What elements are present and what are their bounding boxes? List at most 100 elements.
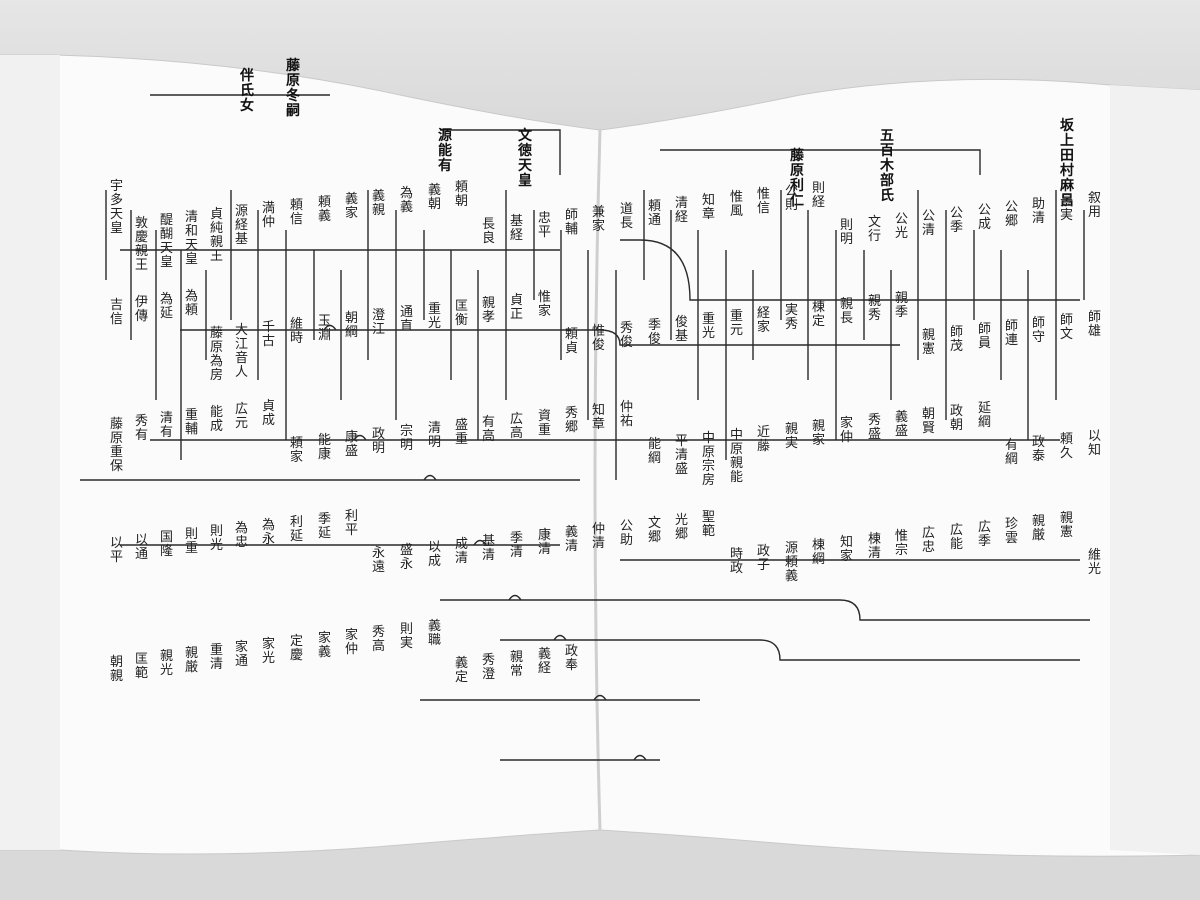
person-n73: 師文 bbox=[1060, 313, 1073, 342]
person-n156: 定慶 bbox=[290, 634, 303, 663]
person-n122: 永遠 bbox=[372, 546, 385, 575]
gen-line-3 bbox=[180, 329, 900, 346]
person-n153: 重清 bbox=[210, 642, 223, 672]
person-n22: 清経 bbox=[675, 196, 688, 225]
person-n89: 有高 bbox=[482, 415, 495, 444]
person-n7: 満仲 bbox=[262, 201, 275, 230]
person-n77: 清有 bbox=[160, 411, 173, 440]
person-n23: 知章 bbox=[702, 192, 715, 222]
person-n68: 親憲 bbox=[922, 328, 935, 357]
person-n33: 公成 bbox=[978, 203, 991, 232]
person-n26: 公則 bbox=[785, 184, 798, 213]
person-n32: 公季 bbox=[950, 206, 963, 235]
person-n60: 重光 bbox=[702, 311, 715, 341]
person-n105: 朝賢 bbox=[922, 407, 935, 436]
person-n14: 頼朝 bbox=[455, 180, 468, 209]
person-n133: 光郷 bbox=[675, 513, 688, 542]
person-n45: 維時 bbox=[290, 317, 303, 346]
person-n37: 叙用 bbox=[1088, 191, 1101, 220]
header-name-kanno: 伴氏女 bbox=[239, 67, 254, 114]
person-n9: 頼義 bbox=[318, 195, 331, 224]
person-n90: 広高 bbox=[510, 412, 523, 441]
gen-line-8 bbox=[440, 599, 1090, 621]
line-crossing-6 bbox=[593, 694, 607, 701]
person-n117: 為忠 bbox=[235, 520, 248, 550]
person-n160: 則実 bbox=[400, 622, 413, 651]
person-n64: 棟定 bbox=[812, 300, 825, 329]
person-n110: 頼久 bbox=[1060, 432, 1073, 461]
person-n55: 頼貞 bbox=[565, 327, 578, 356]
person-n38: 吉信 bbox=[110, 298, 123, 327]
line-crossing-2 bbox=[423, 474, 437, 481]
person-n83: 能康 bbox=[318, 433, 331, 462]
gen-line-9 bbox=[500, 639, 1080, 661]
person-n116: 則光 bbox=[210, 524, 223, 553]
person-n149: 朝親 bbox=[110, 655, 123, 684]
person-n131: 公助 bbox=[620, 519, 633, 548]
book-gutter bbox=[593, 129, 602, 831]
person-n30: 公光 bbox=[895, 212, 908, 241]
person-n155: 家光 bbox=[262, 636, 275, 666]
person-n42: 藤原為房 bbox=[210, 326, 223, 383]
line-crossing-0 bbox=[323, 324, 337, 331]
gen-line-2 bbox=[620, 239, 1080, 301]
person-n146: 親厳 bbox=[1032, 514, 1045, 543]
person-n119: 利延 bbox=[290, 515, 303, 544]
person-n51: 匡衡 bbox=[455, 299, 468, 328]
person-n71: 師連 bbox=[1005, 319, 1018, 348]
person-n135: 時政 bbox=[730, 547, 743, 576]
person-n47: 朝綱 bbox=[345, 311, 358, 340]
person-n59: 俊基 bbox=[675, 315, 688, 344]
person-n136: 政子 bbox=[757, 544, 770, 573]
line-crossing-1 bbox=[353, 434, 367, 441]
person-n140: 棟清 bbox=[868, 532, 881, 561]
person-n86: 宗明 bbox=[400, 423, 413, 453]
person-n144: 広季 bbox=[978, 520, 991, 549]
person-n35: 助清 bbox=[1032, 197, 1045, 226]
header-name-fujiwara_moto: 藤原冬嗣 bbox=[286, 57, 301, 119]
person-n1: 宇多天皇 bbox=[110, 179, 123, 236]
line-crossing-7 bbox=[633, 754, 647, 761]
person-n67: 親季 bbox=[895, 291, 908, 320]
lineage-lines bbox=[80, 94, 1090, 761]
person-n125: 成清 bbox=[455, 537, 468, 566]
person-n109: 政泰 bbox=[1032, 435, 1045, 464]
person-n80: 広元 bbox=[235, 402, 248, 431]
person-n19: 兼家 bbox=[592, 205, 605, 234]
person-n65: 親長 bbox=[840, 297, 853, 326]
person-n53: 貞正 bbox=[510, 293, 523, 322]
person-n78: 重輔 bbox=[185, 407, 198, 437]
person-n141: 惟宗 bbox=[895, 529, 908, 558]
line-crossing-3 bbox=[473, 539, 487, 546]
person-n50: 重光 bbox=[428, 301, 441, 331]
person-n159: 秀高 bbox=[372, 625, 385, 654]
person-n107: 延綱 bbox=[978, 401, 991, 430]
person-n91: 資重 bbox=[538, 409, 551, 438]
person-n36: 景実 bbox=[1060, 194, 1073, 223]
person-n152: 親厳 bbox=[185, 646, 198, 675]
person-n46: 玉淵 bbox=[318, 314, 331, 343]
person-n5: 貞純親王 bbox=[210, 207, 223, 264]
person-n24: 惟風 bbox=[730, 190, 743, 219]
person-n99: 近藤 bbox=[757, 425, 770, 454]
person-n158: 家仲 bbox=[345, 627, 358, 657]
person-n93: 知章 bbox=[592, 402, 605, 432]
person-n16: 基経 bbox=[510, 214, 523, 243]
person-n157: 家義 bbox=[318, 630, 331, 660]
person-n106: 政朝 bbox=[950, 404, 963, 433]
person-n18: 師輔 bbox=[565, 208, 578, 237]
person-n84: 康盛 bbox=[345, 429, 358, 459]
person-names: 文徳天皇藤原冬嗣藤原利仁五百木部氏伴氏女源能有坂上田村麻呂宇多天皇敦慶親王醍醐天… bbox=[110, 57, 1101, 685]
person-n79: 能成 bbox=[210, 405, 223, 434]
person-n3: 醍醐天皇 bbox=[160, 213, 173, 270]
person-n11: 義親 bbox=[372, 188, 385, 218]
person-n87: 清明 bbox=[428, 421, 441, 450]
person-n166: 政奉 bbox=[565, 644, 578, 673]
person-n57: 秀俊 bbox=[620, 321, 633, 350]
line-crossing-4 bbox=[508, 594, 522, 601]
person-n145: 珍雲 bbox=[1005, 517, 1018, 546]
person-n74: 師雄 bbox=[1088, 310, 1101, 339]
person-n56: 惟俊 bbox=[592, 324, 605, 353]
person-n115: 則重 bbox=[185, 527, 198, 556]
person-n113: 以通 bbox=[135, 533, 148, 562]
